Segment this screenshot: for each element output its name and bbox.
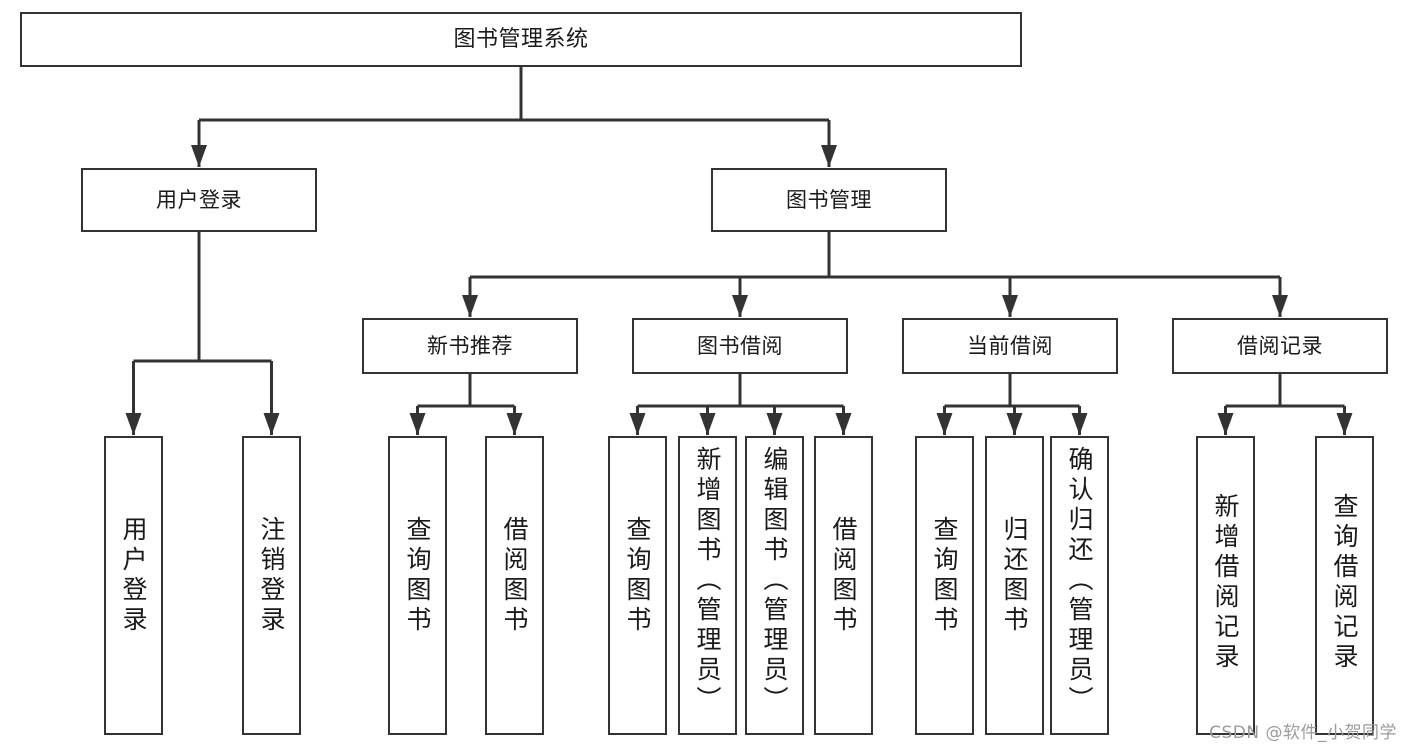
node-label: 查询图书 (623, 516, 652, 636)
node-label: 确认归还（管理员） (1065, 446, 1094, 716)
node-leaf_rec_borrow[interactable]: 借阅图书 (485, 436, 544, 735)
watermark-text: CSDN @软件_小贺同学 (1209, 723, 1397, 743)
node-leaf_cb_return[interactable]: 归还图书 (985, 436, 1044, 735)
node-leaf_bb_borrow[interactable]: 借阅图书 (814, 436, 873, 735)
node-leaf_rec_query[interactable]: 查询图书 (388, 436, 447, 735)
node-leaf_bb_query[interactable]: 查询图书 (608, 436, 667, 735)
node-label: 用户登录 (156, 187, 242, 212)
node-leaf_bb_add[interactable]: 新增图书（管理员） (678, 436, 737, 735)
node-root[interactable]: 图书管理系统 (20, 12, 1022, 67)
node-borrow_record[interactable]: 借阅记录 (1172, 318, 1388, 374)
node-label: 图书管理 (786, 187, 872, 212)
node-label: 编辑图书（管理员） (760, 446, 789, 716)
node-label: 注销登录 (257, 516, 286, 636)
node-leaf_bb_edit[interactable]: 编辑图书（管理员） (745, 436, 804, 735)
node-leaf_user_logout[interactable]: 注销登录 (242, 436, 301, 735)
node-label: 新增借阅记录 (1211, 493, 1240, 673)
node-label: 借阅图书 (829, 516, 858, 636)
node-current_borrow[interactable]: 当前借阅 (902, 318, 1118, 374)
node-user_login[interactable]: 用户登录 (81, 168, 317, 232)
node-label: 当前借阅 (967, 333, 1053, 358)
node-label: 用户登录 (119, 516, 148, 636)
node-label: 图书借阅 (697, 333, 783, 358)
node-label: 新书推荐 (427, 333, 513, 358)
node-leaf_br_query[interactable]: 查询借阅记录 (1315, 436, 1374, 735)
node-leaf_br_add[interactable]: 新增借阅记录 (1196, 436, 1255, 735)
node-label: 查询图书 (930, 516, 959, 636)
node-label: 归还图书 (1000, 516, 1029, 636)
node-book_borrow[interactable]: 图书借阅 (632, 318, 848, 374)
node-label: 图书管理系统 (453, 26, 589, 52)
node-leaf_user_login[interactable]: 用户登录 (104, 436, 163, 735)
node-book_manage[interactable]: 图书管理 (711, 168, 947, 232)
node-leaf_cb_confirm[interactable]: 确认归还（管理员） (1050, 436, 1109, 735)
node-label: 查询图书 (403, 516, 432, 636)
node-label: 借阅图书 (500, 516, 529, 636)
node-leaf_cb_query[interactable]: 查询图书 (915, 436, 974, 735)
node-label: 新增图书（管理员） (693, 446, 722, 716)
node-label: 借阅记录 (1237, 333, 1323, 358)
node-label: 查询借阅记录 (1330, 493, 1359, 673)
node-new_book_rec[interactable]: 新书推荐 (362, 318, 578, 374)
